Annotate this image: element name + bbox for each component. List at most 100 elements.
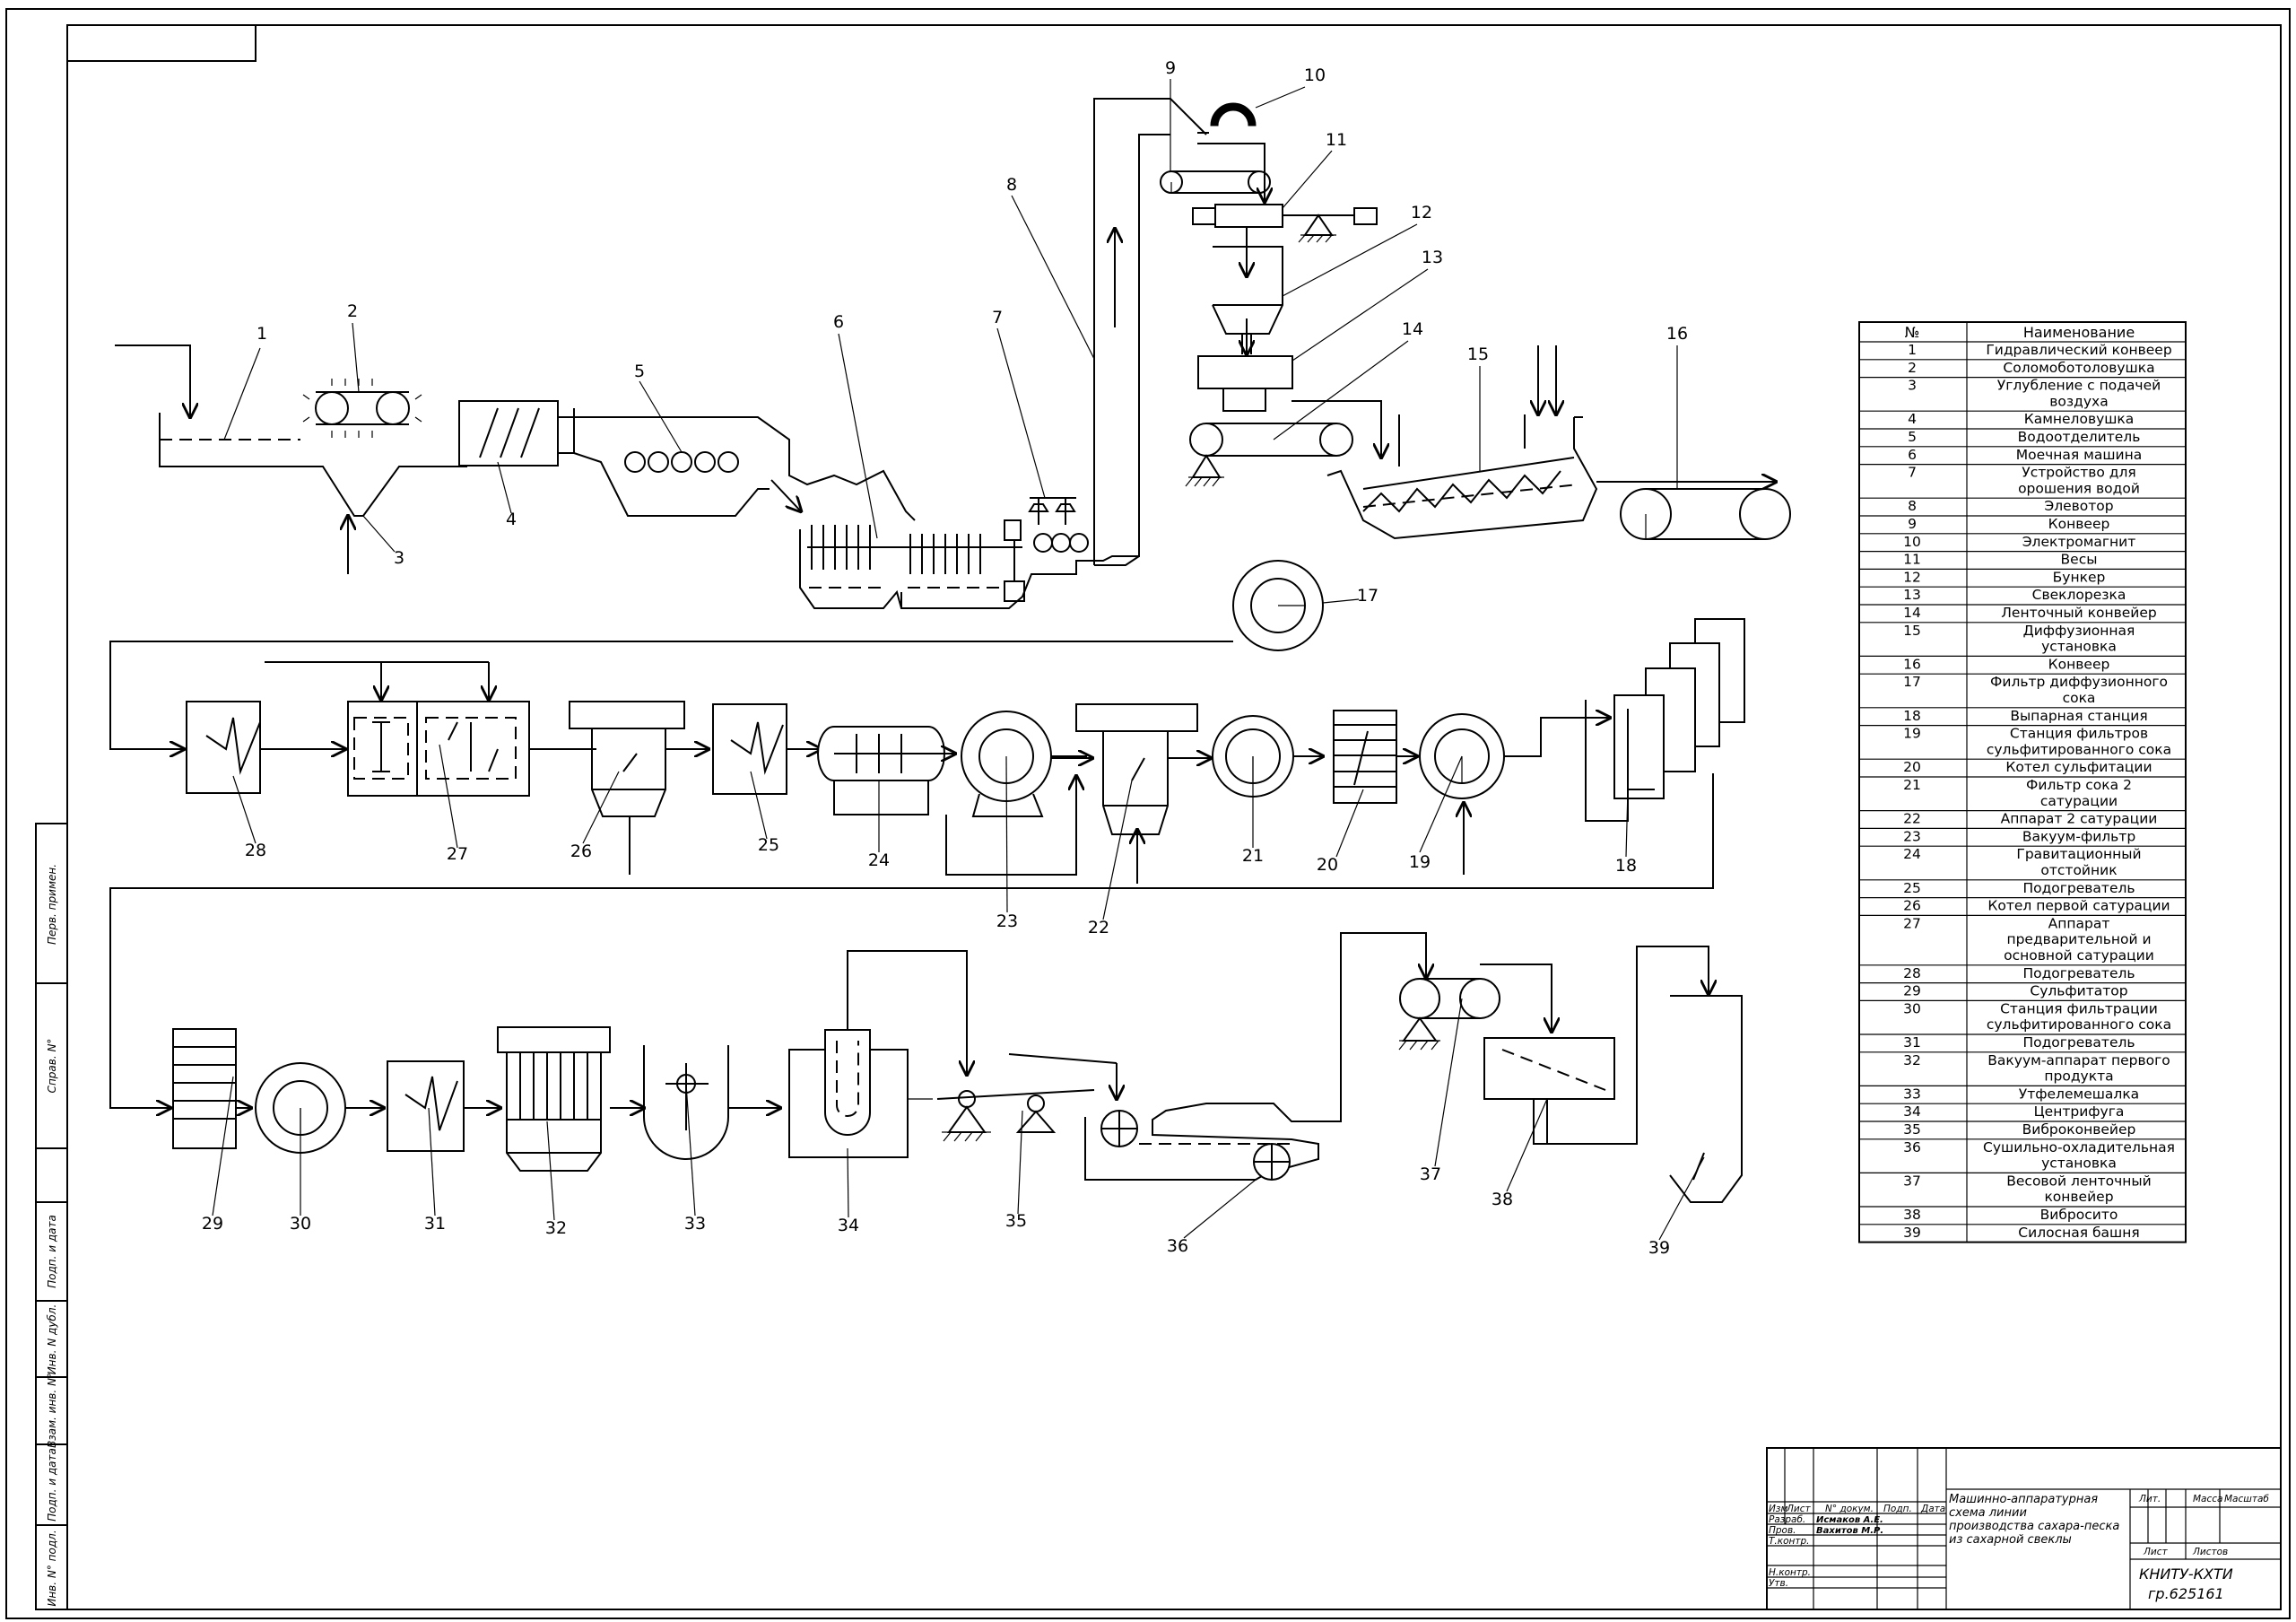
legend-row-name: предварительной и	[2006, 931, 2151, 947]
tb-group: гр.625161	[2148, 1585, 2224, 1602]
legend-row-name: отстойник	[2040, 862, 2117, 878]
legend-row-name: Фильтр сока 2	[2026, 777, 2132, 793]
equip-5	[624, 451, 739, 473]
equip-19	[1419, 713, 1505, 875]
legend-row-name: Весы	[2061, 552, 2098, 568]
side-label-3: Подп. и дата	[46, 1215, 58, 1288]
side-label-1: Перв. примен.	[46, 864, 58, 945]
equipment-number-31: 31	[424, 1214, 446, 1234]
tb-role-tcontrol: Т.контр.	[1769, 1536, 1810, 1547]
equipment-number-36: 36	[1167, 1236, 1188, 1256]
equipment-number-7: 7	[992, 308, 1003, 327]
legend-row-name: сульфитированного сока	[1987, 1016, 2171, 1033]
tb-lit: Лит.	[2138, 1494, 2161, 1504]
legend-row-name: Подогреватель	[2022, 1034, 2135, 1051]
leader-line-33	[685, 1083, 696, 1216]
legend-row-name: Гидравлический конвеер	[1986, 342, 2171, 358]
equipment-number-30: 30	[290, 1214, 311, 1234]
row-2-equipment	[109, 618, 1745, 1108]
legend-row-name: Вакуум-фильтр	[2022, 828, 2135, 844]
legend-row-number: 7	[1908, 465, 1917, 481]
tb-org: КНИТУ-КХТИ	[2139, 1565, 2233, 1583]
tb-mass: Масса	[2193, 1494, 2222, 1504]
equip-37	[1398, 933, 1552, 1051]
equipment-number-25: 25	[758, 835, 779, 855]
leader-line-11	[1282, 150, 1333, 209]
equipment-number-4: 4	[506, 510, 517, 529]
legend-row-name: Вакуум-аппарат первого	[1987, 1052, 2170, 1068]
tb-col-date: Дата	[1920, 1504, 1945, 1514]
legend-row-name: Электромагнит	[2022, 534, 2136, 550]
equip-26	[569, 701, 685, 875]
tb-title-2: схема линии	[1949, 1506, 2027, 1520]
equip-32	[497, 1026, 611, 1172]
legend-row-name: Виброконвейер	[2022, 1121, 2136, 1138]
leader-line-10	[1255, 86, 1306, 109]
leader-line-32	[546, 1121, 555, 1221]
legend-row-name: Центрифуга	[2034, 1103, 2125, 1120]
legend-row-name: Вибросито	[2040, 1207, 2118, 1223]
side-stamp: Перв. примен. Справ. N° Подп. и дата Инв…	[35, 823, 68, 1610]
legend-header-name: Наименование	[2023, 324, 2135, 341]
equip-34	[788, 950, 967, 1158]
legend-row-name: Ленточный конвейер	[2001, 605, 2156, 621]
legend-row-number: 21	[1903, 777, 1921, 793]
side-label-2: Справ. N°	[46, 1039, 58, 1094]
equip-29	[172, 1028, 237, 1149]
equipment-number-23: 23	[996, 911, 1018, 931]
legend-row-name: Конвеер	[2048, 516, 2110, 532]
inner-frame	[66, 24, 2282, 1610]
equipment-number-32: 32	[545, 1218, 567, 1238]
legend-row-name: орошения водой	[2018, 480, 2140, 496]
equip-10	[1197, 102, 1265, 202]
legend-row-name: Гравитационный	[2016, 846, 2141, 862]
equip-39	[1669, 995, 1743, 1203]
equipment-number-21: 21	[1242, 846, 1264, 866]
legend-row-name: Сульфитатор	[2030, 983, 2127, 999]
equip-27	[265, 661, 530, 797]
legend-row-number: 6	[1908, 447, 1917, 463]
legend-row-name: продукта	[2044, 1068, 2113, 1085]
equipment-number-9: 9	[1165, 58, 1176, 78]
equipment-number-18: 18	[1615, 856, 1637, 876]
legend-row-name: Станция фильтрации	[2000, 1000, 2158, 1016]
equipment-number-29: 29	[202, 1214, 223, 1234]
legend-row-number: 26	[1903, 898, 1921, 914]
legend-row-number: 2	[1908, 360, 1917, 376]
equipment-number-37: 37	[1420, 1164, 1441, 1184]
legend-row-number: 10	[1903, 534, 1921, 550]
legend-row-number: 4	[1908, 411, 1917, 427]
equipment-number-12: 12	[1411, 203, 1432, 222]
legend-row-name: Станция фильтров	[2010, 726, 2148, 742]
tb-title-3: производства сахара-песка	[1949, 1520, 2119, 1533]
equipment-number-14: 14	[1402, 319, 1423, 339]
legend-row-name: Углубление с подачей	[1997, 378, 2161, 394]
legend-row-name: Элевотор	[2044, 498, 2113, 514]
leader-line-4	[497, 461, 512, 514]
legend-row-name: основной сатурации	[2004, 947, 2154, 964]
legend-row-number: 16	[1903, 656, 1921, 672]
leader-line-38	[1506, 1098, 1548, 1192]
legend-row-name: Водоотделитель	[2018, 429, 2141, 445]
legend-row-number: 17	[1903, 674, 1921, 690]
legend-row-number: 9	[1908, 516, 1917, 532]
side-label-4: Инв. N дубл.	[46, 1304, 58, 1375]
equipment-number-10: 10	[1304, 65, 1326, 85]
legend-row-name: Камнеловушка	[2024, 411, 2135, 427]
legend-row-number: 22	[1903, 811, 1921, 827]
leader-line-22	[1102, 780, 1133, 920]
equipment-number-26: 26	[570, 842, 592, 861]
legend-row-name: установка	[2041, 1155, 2117, 1172]
equipment-number-39: 39	[1648, 1238, 1670, 1258]
leader-line-3	[362, 515, 396, 553]
tb-scale: Масштаб	[2224, 1494, 2269, 1504]
legend-row-number: 13	[1903, 587, 1921, 603]
leader-line-12	[1282, 223, 1418, 297]
leader-line-26	[582, 771, 620, 844]
equip-24	[817, 726, 945, 815]
corner-box	[66, 24, 257, 62]
equip-22	[1075, 703, 1198, 884]
legend-row-name: Аппарат 2 сатурации	[2001, 811, 2158, 827]
